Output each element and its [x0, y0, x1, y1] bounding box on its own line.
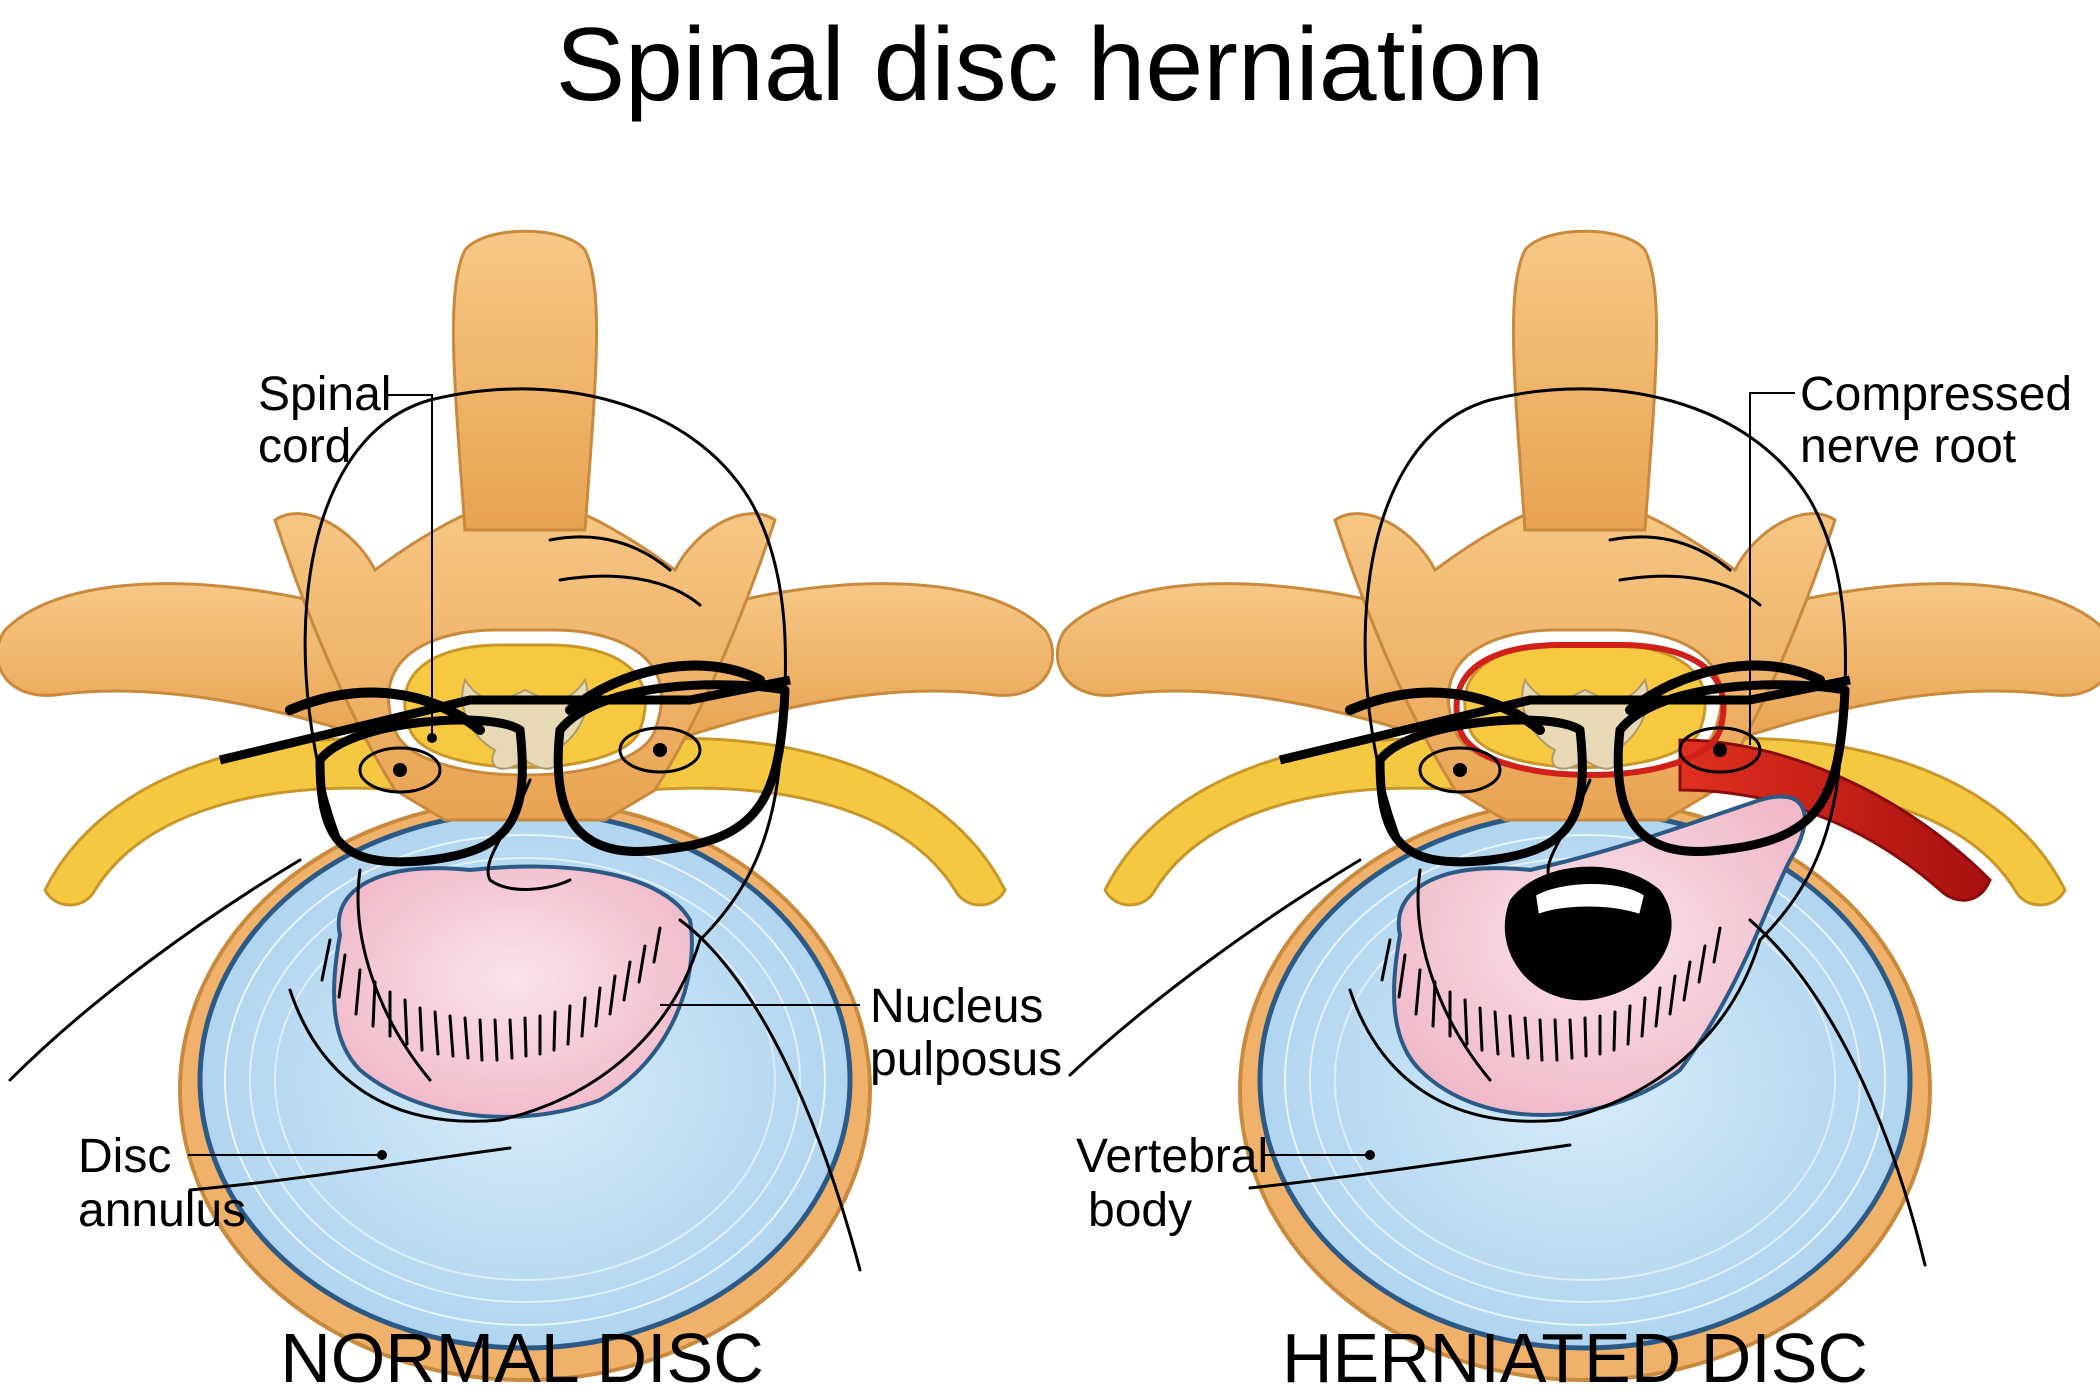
- herniated-sketch-chin-line: [1248, 1143, 1572, 1190]
- leader-dot-annulus: [377, 1150, 387, 1160]
- label-nerve-line1: Compressed: [1800, 368, 2072, 421]
- normal-sketch-strand-right: [678, 918, 862, 1272]
- label-annulus-line2: annulus: [78, 1184, 246, 1237]
- caption-herniated-disc: HERNIATED DISC: [1282, 1319, 1868, 1392]
- herniated-sketch-strand-right: [1748, 918, 1927, 1267]
- label-spinal-cord-line2: cord: [258, 420, 351, 473]
- herniated-sketch-strand-left: [1068, 858, 1362, 1077]
- normal-sketch-chin-line: [188, 1146, 512, 1192]
- leader-dot-vertebral: [1365, 1150, 1375, 1160]
- mouth-teeth: [1533, 882, 1647, 917]
- leader-dot-spinal-cord: [427, 733, 437, 743]
- caption-normal-disc: NORMAL DISC: [280, 1319, 764, 1392]
- leader-spinal-cord: [385, 394, 433, 738]
- label-vertebral-line2: body: [1088, 1184, 1192, 1237]
- leader-nerve-root: [1749, 392, 1795, 745]
- label-nucleus-line2: pulposus: [870, 1033, 1062, 1086]
- label-annulus-line1: Disc: [78, 1130, 171, 1183]
- diagram-title: Spinal disc herniation: [556, 7, 1545, 123]
- label-nerve-line2: nerve root: [1800, 420, 2016, 473]
- herniated-disc-panel: Compressed nerve root Vertebral body HER…: [1057, 231, 2100, 1392]
- normal-sketch-strand-left: [8, 858, 302, 1082]
- normal-nucleus-pulposus: [332, 864, 694, 1119]
- label-spinal-cord-line1: Spinal: [258, 368, 391, 421]
- label-nucleus-line1: Nucleus: [870, 980, 1043, 1033]
- normal-disc-panel: Spinal cord Nucleus pulposus Disc annulu…: [0, 231, 1062, 1392]
- label-vertebral-line1: Vertebral: [1076, 1130, 1268, 1183]
